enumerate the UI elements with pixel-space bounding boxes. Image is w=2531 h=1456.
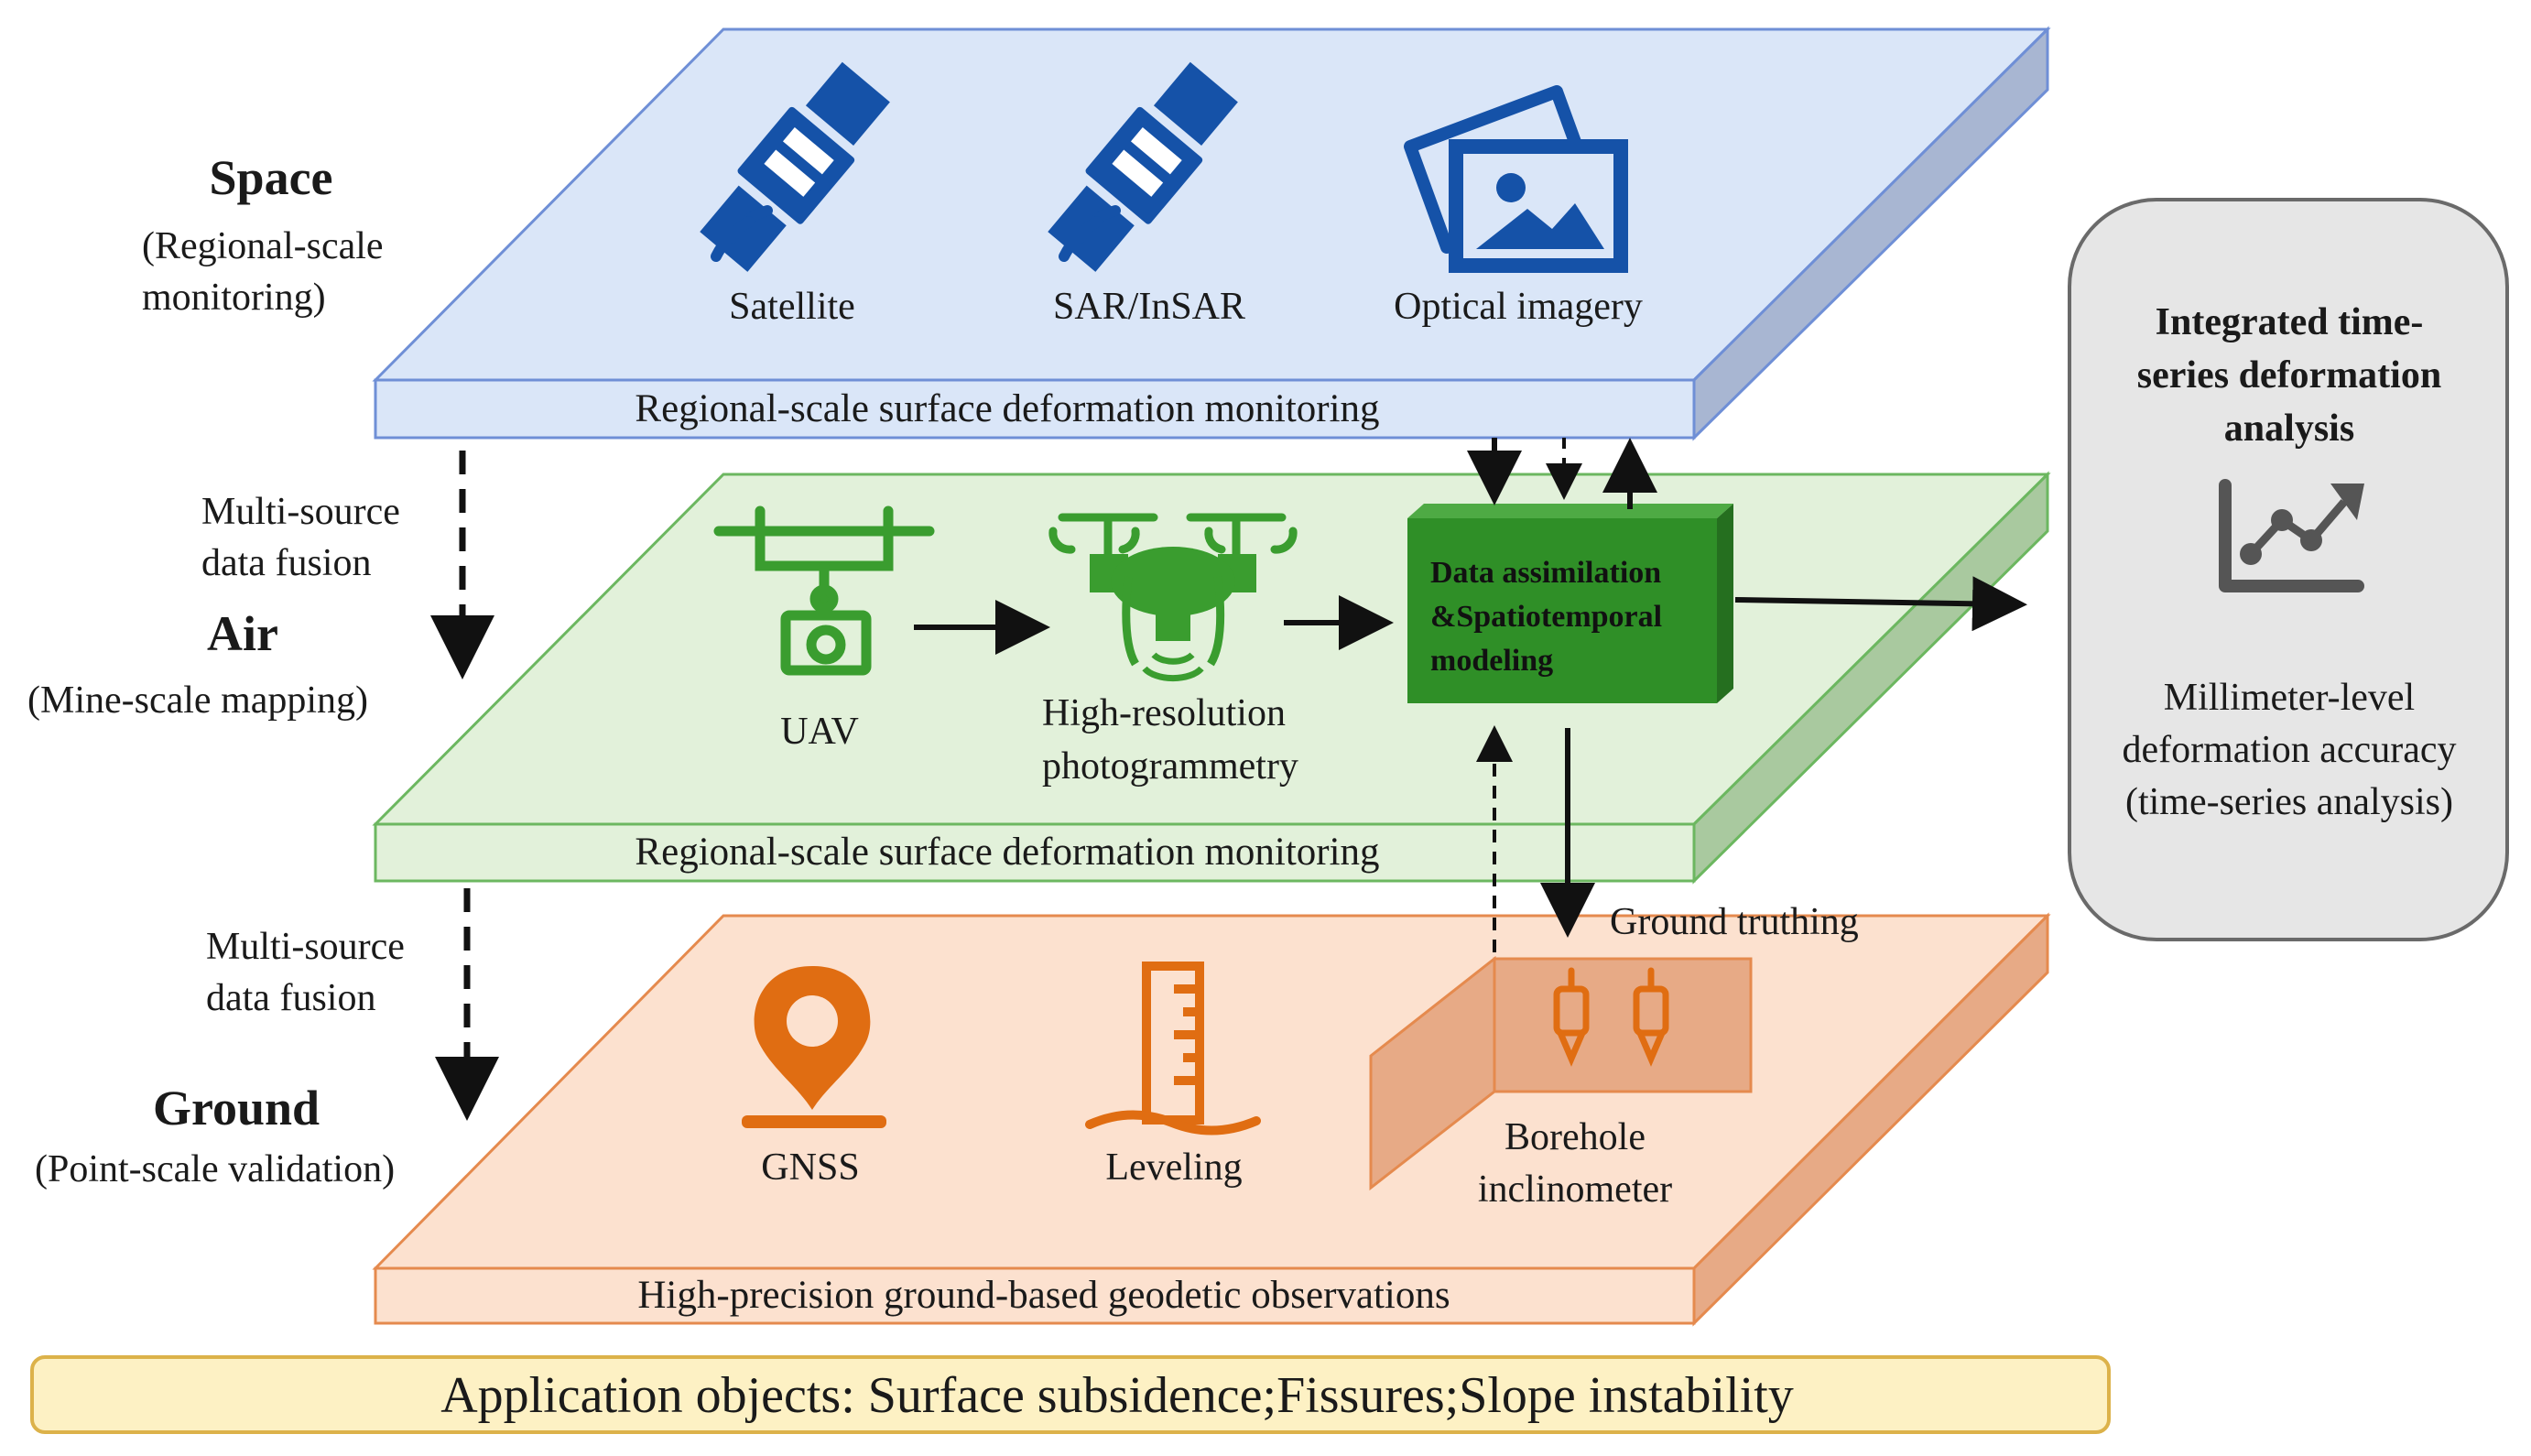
ground-truthing-label: Ground truthing xyxy=(1610,901,1859,943)
application-bar: Application objects: Surface subsidence;… xyxy=(30,1355,2111,1434)
space-tier: Regional-scale surface deformation monit… xyxy=(372,26,2051,441)
borehole-label-line1: Borehole xyxy=(1504,1116,1646,1158)
signal-waves-icon xyxy=(711,205,773,262)
sar-signal-waves-icon xyxy=(1059,205,1121,262)
fusion-label-2-line2: data fusion xyxy=(206,977,375,1019)
optical-imagery-label: Optical imagery xyxy=(1394,286,1643,328)
leveling-staff-icon xyxy=(1085,962,1261,1135)
ground-tier: High-precision ground-based geodetic obs… xyxy=(372,901,2051,1327)
air-heading: Air xyxy=(207,606,278,661)
borehole-label-line2: inclinometer xyxy=(1478,1168,1672,1211)
fusion-label-1-line1: Multi-source xyxy=(201,491,400,533)
result-title-line3: analysis xyxy=(2224,407,2354,450)
space-sub-line1: (Regional-scale xyxy=(142,225,384,267)
fusion-label-1-line2: data fusion xyxy=(201,542,371,584)
image-icon xyxy=(1404,85,1628,273)
data-assimilation-box: Data assimilation &Spatiotemporal modeli… xyxy=(1407,504,1733,703)
air-tier: Regional-scale surface deformation monit… xyxy=(372,471,2051,885)
sar-insar-label: SAR/InSAR xyxy=(1053,286,1245,328)
model-box-line1: Data assimilation xyxy=(1430,556,1661,590)
air-tier-caption: Regional-scale surface deformation monit… xyxy=(635,831,1379,874)
ground-sub-line1: (Point-scale validation) xyxy=(35,1148,395,1190)
arrow-model-to-result xyxy=(1734,576,2027,632)
trend-chart-icon xyxy=(2219,479,2364,592)
gnss-label: GNSS xyxy=(761,1146,859,1189)
result-title-line1: Integrated time- xyxy=(2156,301,2424,343)
ground-platform-front xyxy=(374,1266,1696,1325)
result-title-line2: series deformation xyxy=(2137,354,2441,397)
inclinometer-probe-icon xyxy=(1369,955,1753,1191)
space-sub-line2: monitoring) xyxy=(142,277,326,319)
left-labels: Space (Regional-scale monitoring) Multi-… xyxy=(27,150,405,1190)
ground-tier-caption: High-precision ground-based geodetic obs… xyxy=(637,1274,1450,1317)
space-tier-caption: Regional-scale surface deformation monit… xyxy=(635,387,1379,430)
uav-camera-icon xyxy=(713,505,935,676)
leveling-label: Leveling xyxy=(1105,1146,1242,1189)
model-box-line2: &Spatiotemporal xyxy=(1430,600,1662,634)
photogrammetry-label-line2: photogrammetry xyxy=(1042,745,1298,788)
model-box-line3: modeling xyxy=(1430,644,1553,678)
space-platform-front xyxy=(374,378,1696,440)
uav-label: UAV xyxy=(780,711,859,753)
air-sub-line1: (Mine-scale mapping) xyxy=(27,679,368,722)
drone-icon xyxy=(1048,513,1298,682)
result-text-line1: Millimeter-level xyxy=(2164,677,2415,719)
result-text-line2: deformation accuracy xyxy=(2123,729,2457,771)
arrows xyxy=(430,438,2027,1121)
result-box: Integrated time- series deformation anal… xyxy=(2068,198,2509,941)
air-platform-front xyxy=(374,822,1696,883)
fusion-label-2-line1: Multi-source xyxy=(206,926,405,968)
location-pin-icon xyxy=(742,966,886,1128)
space-heading: Space xyxy=(210,150,333,205)
photogrammetry-label-line1: High-resolution xyxy=(1042,692,1286,734)
application-bar-text: Application objects: Surface subsidence;… xyxy=(440,1367,1794,1424)
ground-heading: Ground xyxy=(153,1081,320,1135)
satellite-label: Satellite xyxy=(729,286,855,328)
result-text-line3: (time-series analysis) xyxy=(2125,781,2453,823)
